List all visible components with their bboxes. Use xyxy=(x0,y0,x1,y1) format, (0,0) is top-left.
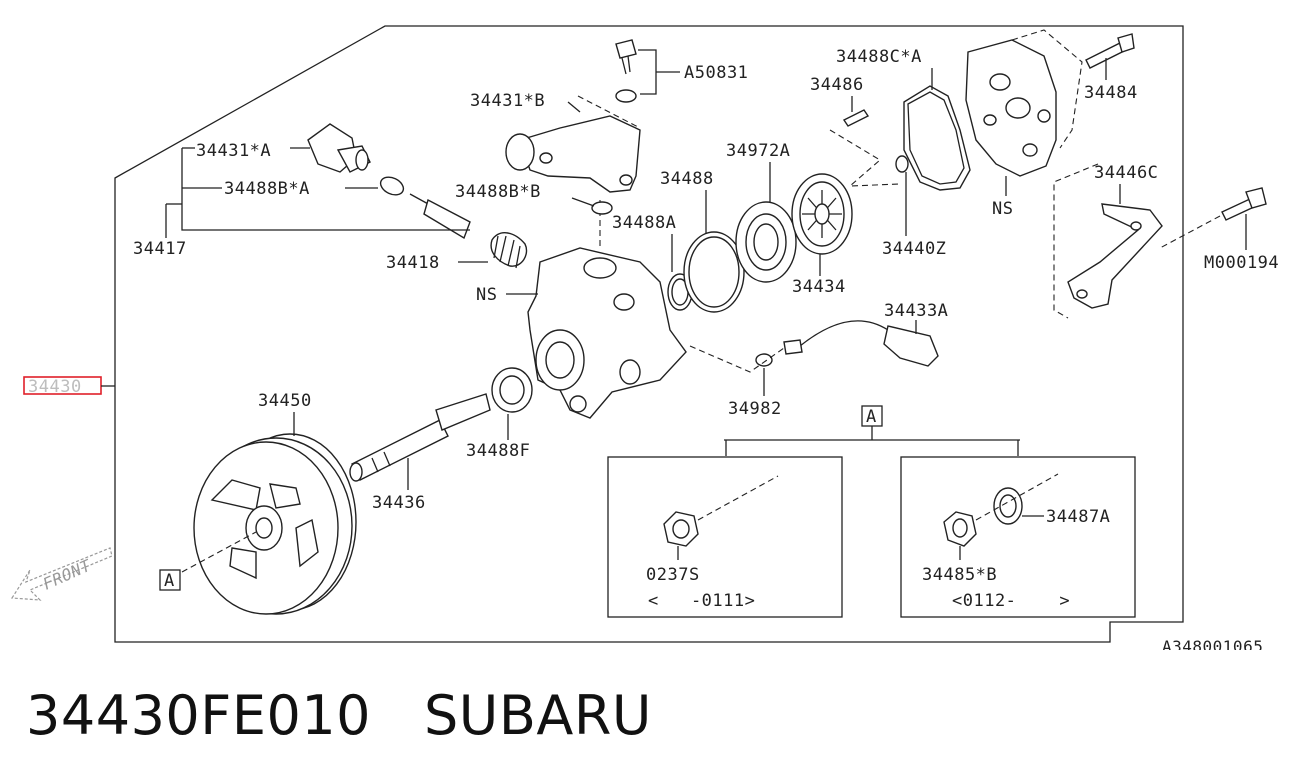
front-label: FRONT xyxy=(40,555,95,593)
spring-34418[interactable] xyxy=(490,232,528,269)
washer-34982[interactable] xyxy=(755,353,773,367)
inset-right-range: <0112- > xyxy=(952,591,1070,611)
callout-34434[interactable]: 34434 xyxy=(792,277,846,297)
ref-a-top[interactable]: A xyxy=(866,407,877,427)
callout-34982[interactable]: 34982 xyxy=(728,399,782,419)
callout-34972a[interactable]: 34972A xyxy=(726,141,790,161)
callout-a50831[interactable]: A50831 xyxy=(684,63,748,83)
highlighted-part-label[interactable]: 34430 xyxy=(28,377,82,397)
nut-0237s[interactable] xyxy=(663,511,699,547)
washer-34488bb[interactable] xyxy=(591,201,613,215)
inset-left-range: < -0111> xyxy=(648,591,755,611)
bolt-34484[interactable] xyxy=(1085,33,1135,69)
gasket-34488ca[interactable] xyxy=(903,85,971,191)
callout-ns-body[interactable]: NS xyxy=(476,285,497,305)
bolt-a50831[interactable] xyxy=(615,39,637,103)
callout-34446c[interactable]: 34446C xyxy=(1094,163,1158,183)
callout-34488bb[interactable]: 34488B*B xyxy=(455,182,541,202)
callout-34436[interactable]: 34436 xyxy=(372,493,426,513)
shaft-34436[interactable] xyxy=(349,393,491,482)
drawing-code: A348001065 xyxy=(1162,637,1263,650)
ref-a-pulley[interactable]: A xyxy=(164,571,175,591)
dowel-pin-34486[interactable] xyxy=(842,109,870,127)
parts-diagram: 34430 FRONT 34431*A 34488B*A 34417 34418… xyxy=(10,25,1279,650)
callout-ns-cover[interactable]: NS xyxy=(992,199,1013,219)
bolt-m000194[interactable] xyxy=(1221,187,1267,221)
front-arrow-icon: FRONT xyxy=(10,547,113,601)
callout-34418[interactable]: 34418 xyxy=(386,253,440,273)
pulley-34450[interactable] xyxy=(193,433,357,615)
rotor-34434[interactable] xyxy=(791,173,853,255)
callout-34488[interactable]: 34488 xyxy=(660,169,714,189)
callout-m000194[interactable]: M000194 xyxy=(1204,253,1279,273)
ref-a-pulley-box xyxy=(159,569,181,591)
callout-34488f[interactable]: 34488F xyxy=(466,441,530,461)
callout-34488a[interactable]: 34488A xyxy=(612,213,676,233)
callout-34488ca[interactable]: 34488C*A xyxy=(836,47,922,67)
callout-34450[interactable]: 34450 xyxy=(258,391,312,411)
pressure-sensor-34433a[interactable] xyxy=(783,320,939,367)
callout-34431b[interactable]: 34431*B xyxy=(470,91,545,111)
inset-left xyxy=(607,456,843,618)
callout-34484[interactable]: 34484 xyxy=(1084,83,1138,103)
callout-34431a[interactable]: 34431*A xyxy=(196,141,271,161)
callout-34433a[interactable]: 34433A xyxy=(884,301,948,321)
callout-34488ba[interactable]: 34488B*A xyxy=(224,179,310,199)
pump-body[interactable] xyxy=(527,247,687,419)
cam-ring-34972a[interactable] xyxy=(735,201,797,283)
solenoid-valve-34431a[interactable] xyxy=(307,123,371,173)
inset-right-part2[interactable]: 34485*B xyxy=(922,565,997,585)
inset-left-part[interactable]: 0237S xyxy=(646,565,700,585)
part-number-caption: 34430FE010 SUBARU xyxy=(26,684,652,747)
bracket-34446c[interactable] xyxy=(1067,203,1163,309)
callout-34486[interactable]: 34486 xyxy=(810,75,864,95)
outlet-fitting-34431b[interactable] xyxy=(505,115,641,193)
rear-cover[interactable] xyxy=(965,39,1057,177)
oil-seal-34488f[interactable] xyxy=(491,367,533,413)
diagram-frame xyxy=(114,25,1184,643)
o-ring-34440z[interactable] xyxy=(895,155,909,173)
o-ring-34488ba[interactable] xyxy=(378,174,407,199)
inset-right-part1[interactable]: 34487A xyxy=(1046,507,1110,527)
valve-34417[interactable] xyxy=(409,193,471,240)
callout-34417[interactable]: 34417 xyxy=(133,239,187,259)
callout-34440z[interactable]: 34440Z xyxy=(882,239,946,259)
inset-right xyxy=(900,456,1136,618)
nut-34485b[interactable] xyxy=(943,511,977,547)
